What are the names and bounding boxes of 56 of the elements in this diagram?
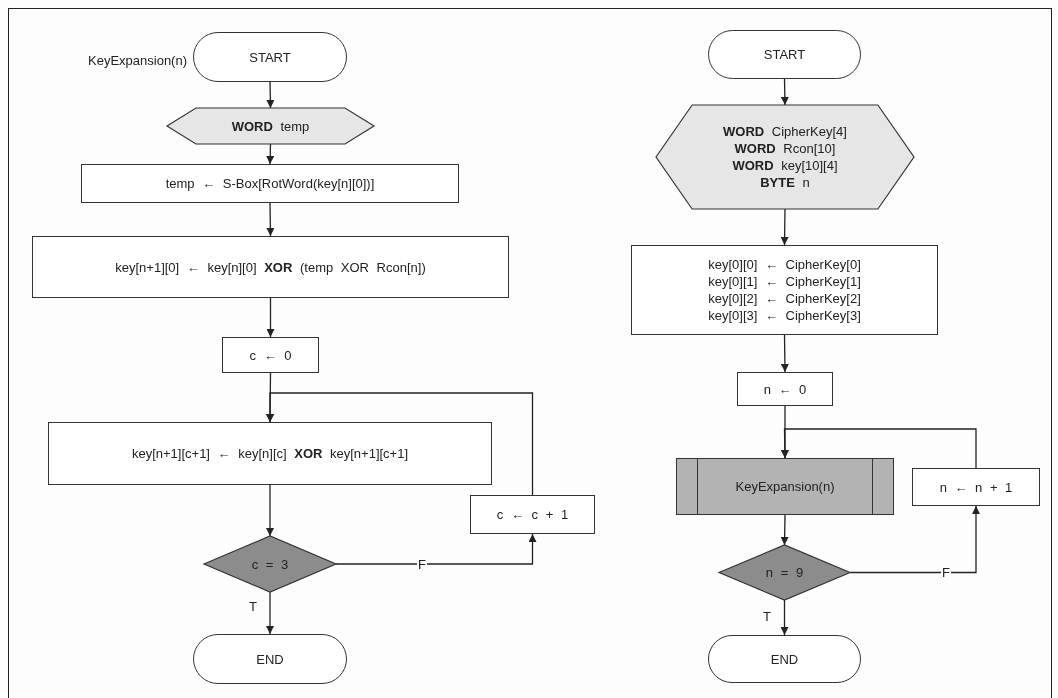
arrow xyxy=(780,514,789,546)
arrow xyxy=(849,505,980,574)
node-text: key[n+1][0] ← key[n][0] XOR (temp XOR Rcon[n]) xyxy=(115,258,426,276)
node-text: WORD key[10][4] xyxy=(732,157,838,174)
arrow xyxy=(335,533,537,565)
arrow xyxy=(780,599,789,636)
preparation-hexagon xyxy=(167,108,374,144)
edge-label: F xyxy=(417,557,427,571)
node-text: key[0][2] ← CipherKey[2] xyxy=(708,290,861,307)
edge-label: T xyxy=(248,599,258,613)
process-box xyxy=(912,468,1040,506)
node-text: n ← n + 1 xyxy=(939,478,1013,496)
process-box xyxy=(48,422,492,485)
arrow xyxy=(780,428,977,469)
arrow xyxy=(266,81,275,109)
arrow xyxy=(266,591,274,635)
node-text: END xyxy=(256,650,284,668)
process-box xyxy=(631,245,938,335)
node-text: key[n+1][c+1] ← key[n][c] XOR key[n+1][c+1] xyxy=(131,445,409,462)
function-name: KeyExpansion(n) xyxy=(88,53,187,69)
arrow xyxy=(266,143,275,165)
arrow xyxy=(266,484,274,537)
node-text: temp ← S-Box[RotWord(key[n][0])] xyxy=(165,175,375,192)
node-text: c ← 0 xyxy=(249,346,292,364)
process-box xyxy=(222,337,319,373)
node-text: START xyxy=(763,46,806,63)
node-text: c = 3 xyxy=(251,555,289,573)
node-text: key[0][3] ← CipherKey[3] xyxy=(708,307,861,324)
process-box xyxy=(32,236,509,298)
node-text: START xyxy=(249,48,291,66)
arrow xyxy=(266,297,275,338)
node-text: BYTE n xyxy=(760,174,810,191)
process-box xyxy=(81,164,459,203)
edge-label: T xyxy=(762,609,772,623)
node-text: key[0][1] ← CipherKey[1] xyxy=(708,273,861,290)
decision-diamond xyxy=(719,545,850,600)
arrow xyxy=(266,392,534,496)
arrow xyxy=(780,334,789,373)
arrow xyxy=(266,202,275,237)
process-box xyxy=(470,495,595,534)
node-text: END xyxy=(770,650,799,668)
node-text: c ← c + 1 xyxy=(496,506,569,523)
node-text: n ← 0 xyxy=(763,380,807,398)
process-box xyxy=(737,372,833,406)
node-text: key[0][0] ← CipherKey[0] xyxy=(708,256,861,273)
node-text: WORD CipherKey[4] xyxy=(723,123,847,140)
decision-diamond xyxy=(204,536,336,592)
subroutine-box xyxy=(676,458,894,515)
node-text: n = 9 xyxy=(765,564,804,581)
node-text: KeyExpansion(n) xyxy=(735,478,835,495)
node-text: WORD temp xyxy=(231,117,310,135)
arrow xyxy=(780,208,789,246)
arrow xyxy=(780,78,789,106)
edge-label: F xyxy=(941,565,951,579)
preparation-hexagon xyxy=(656,105,914,209)
node-text: WORD Rcon[10] xyxy=(734,140,836,157)
